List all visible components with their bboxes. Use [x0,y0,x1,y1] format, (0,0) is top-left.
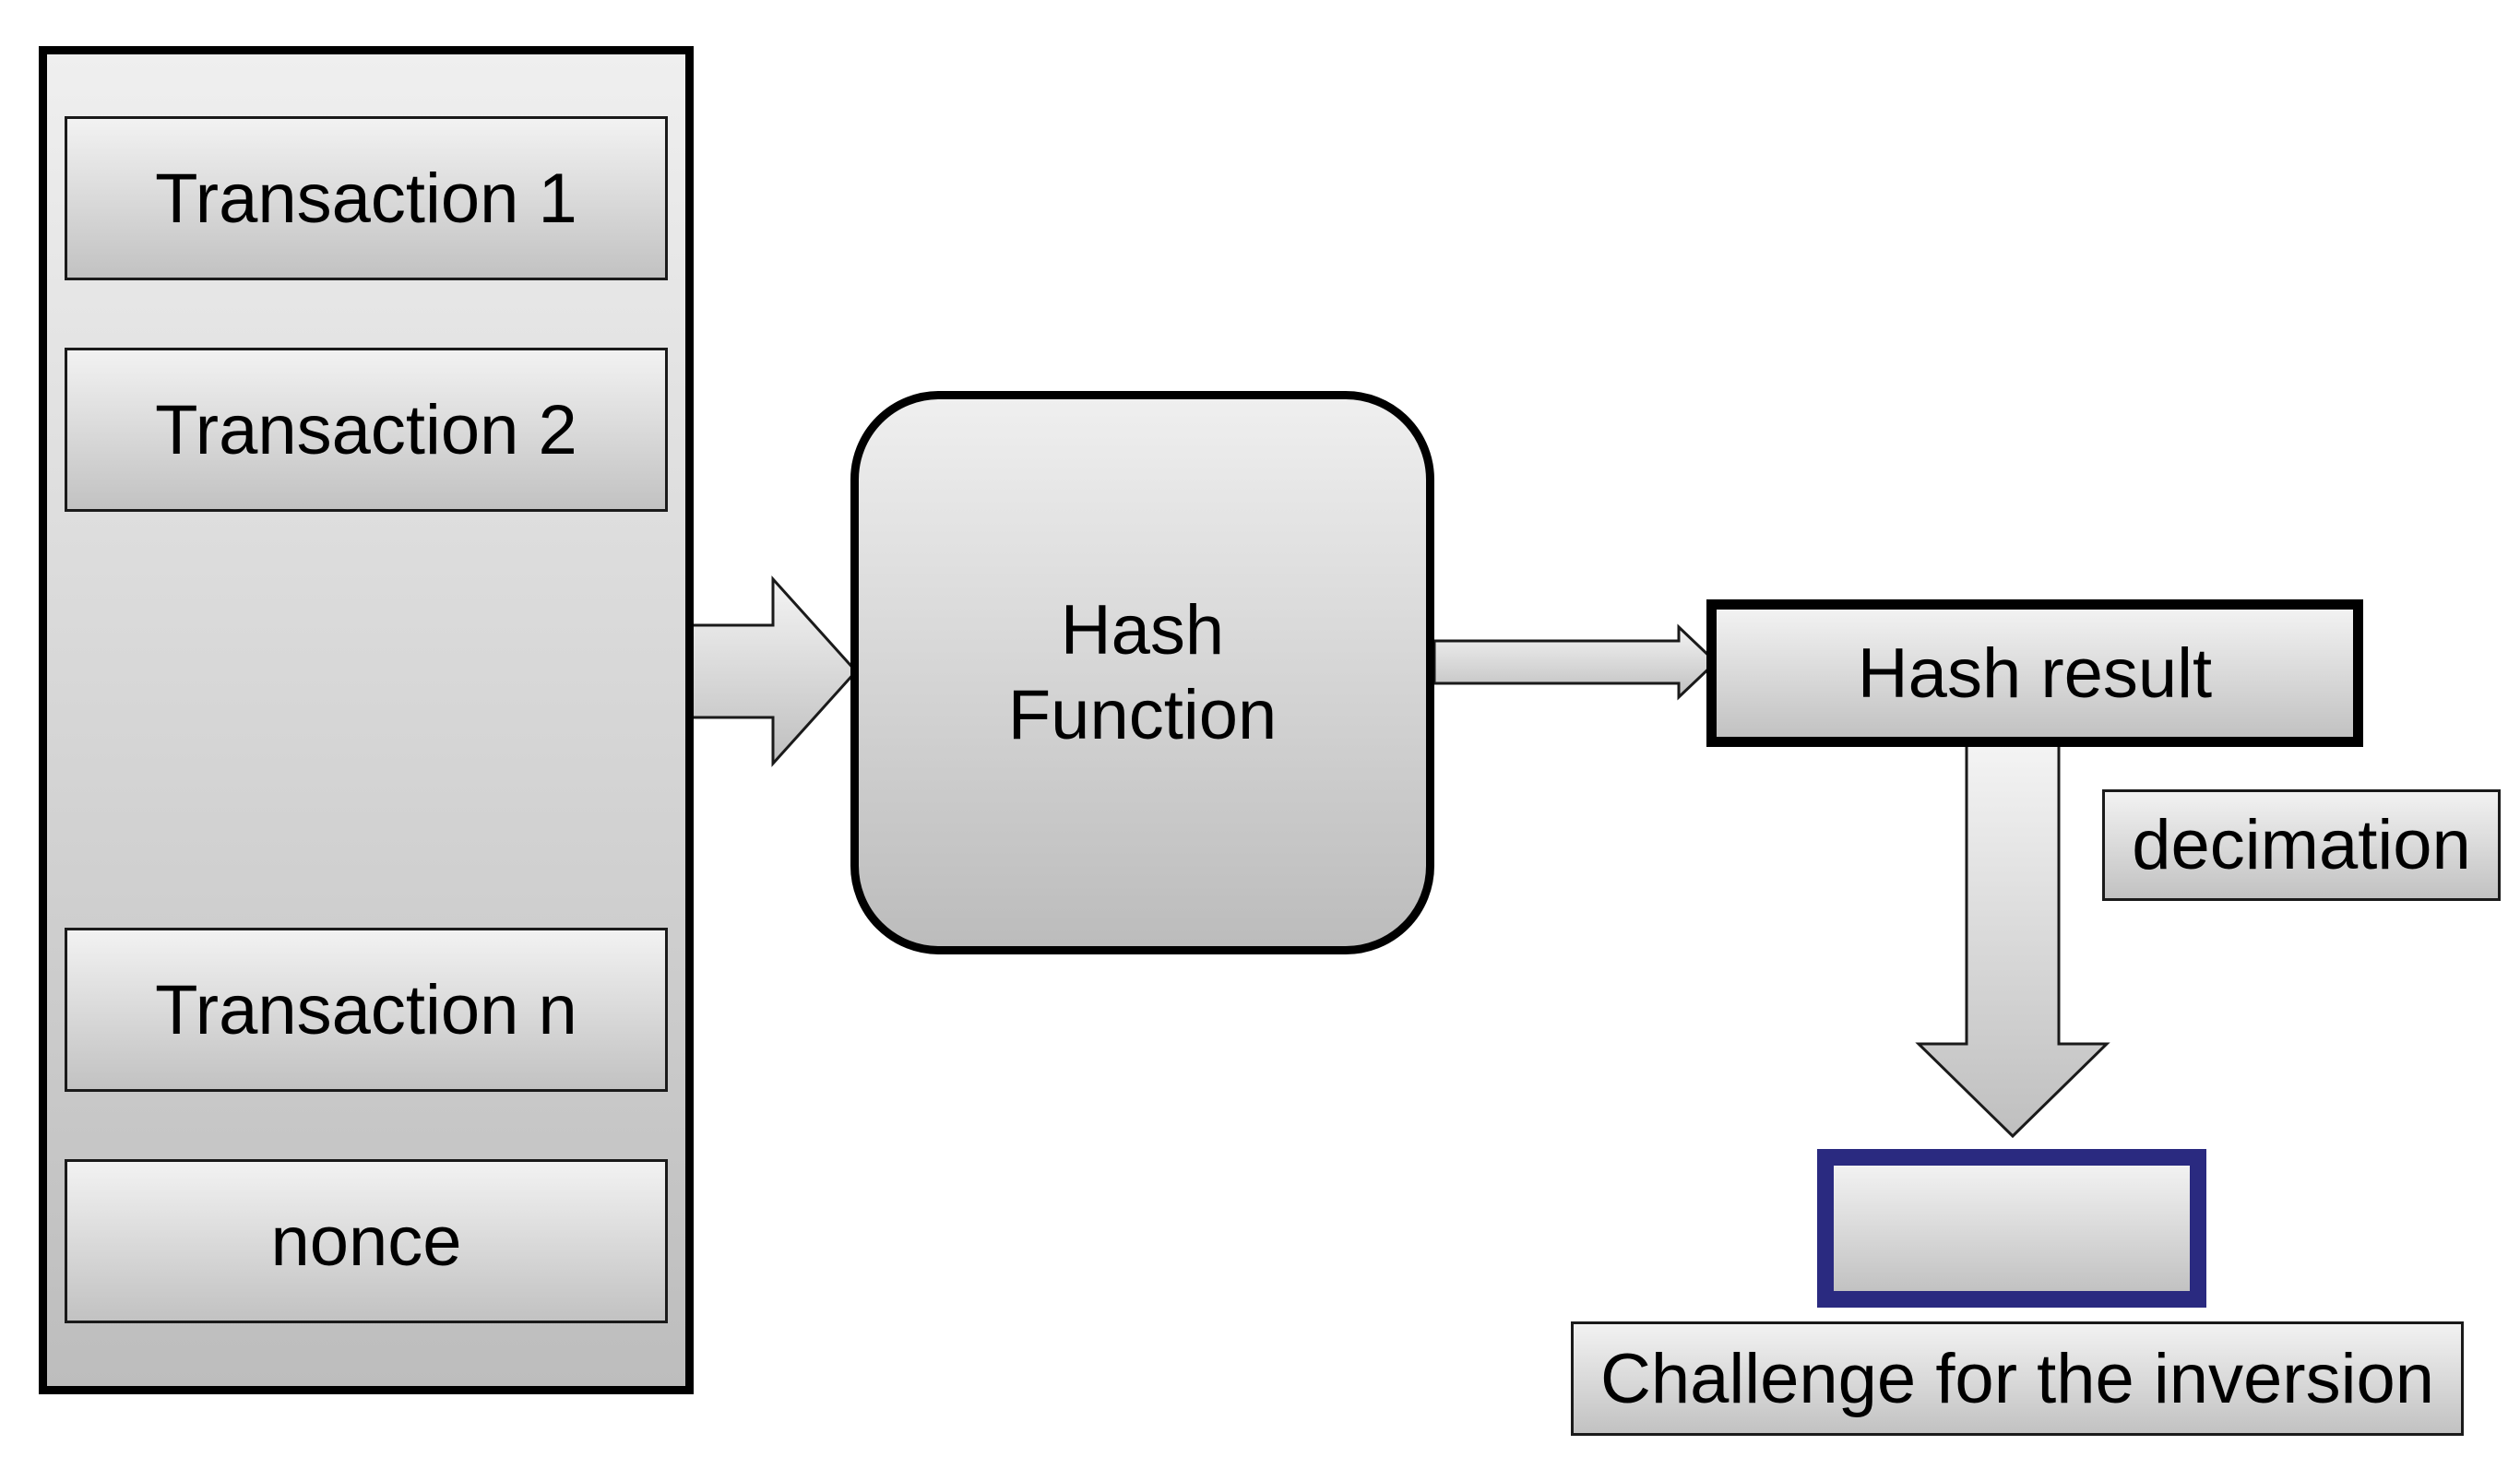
challenge-slot [1817,1149,2206,1308]
nonce-label: nonce [270,1202,462,1281]
hash-result-label: Hash result [1857,634,2213,713]
challenge-label: Challenge for the inversion [1599,1339,2435,1418]
hash-function-line1: Hash [1060,591,1225,670]
hash-function-box: Hash Function [850,391,1434,954]
hash-to-result-arrow [1432,623,1718,701]
transaction-1-label: Transaction 1 [155,159,577,238]
transaction-n-label: Transaction n [155,970,577,1049]
challenge-label-box: Challenge for the inversion [1571,1321,2464,1436]
transaction-1-box: Transaction 1 [65,116,668,280]
block-to-hash-arrow [688,575,859,767]
transaction-2-label: Transaction 2 [155,390,577,469]
hash-function-line2: Function [1007,675,1278,754]
decimation-label: decimation [2132,806,2471,884]
decimation-arrow [1915,741,2110,1139]
nonce-box: nonce [65,1159,668,1323]
transaction-n-box: Transaction n [65,928,668,1092]
decimation-box: decimation [2102,789,2501,901]
transaction-2-box: Transaction 2 [65,348,668,512]
hash-result-box: Hash result [1706,599,2363,747]
